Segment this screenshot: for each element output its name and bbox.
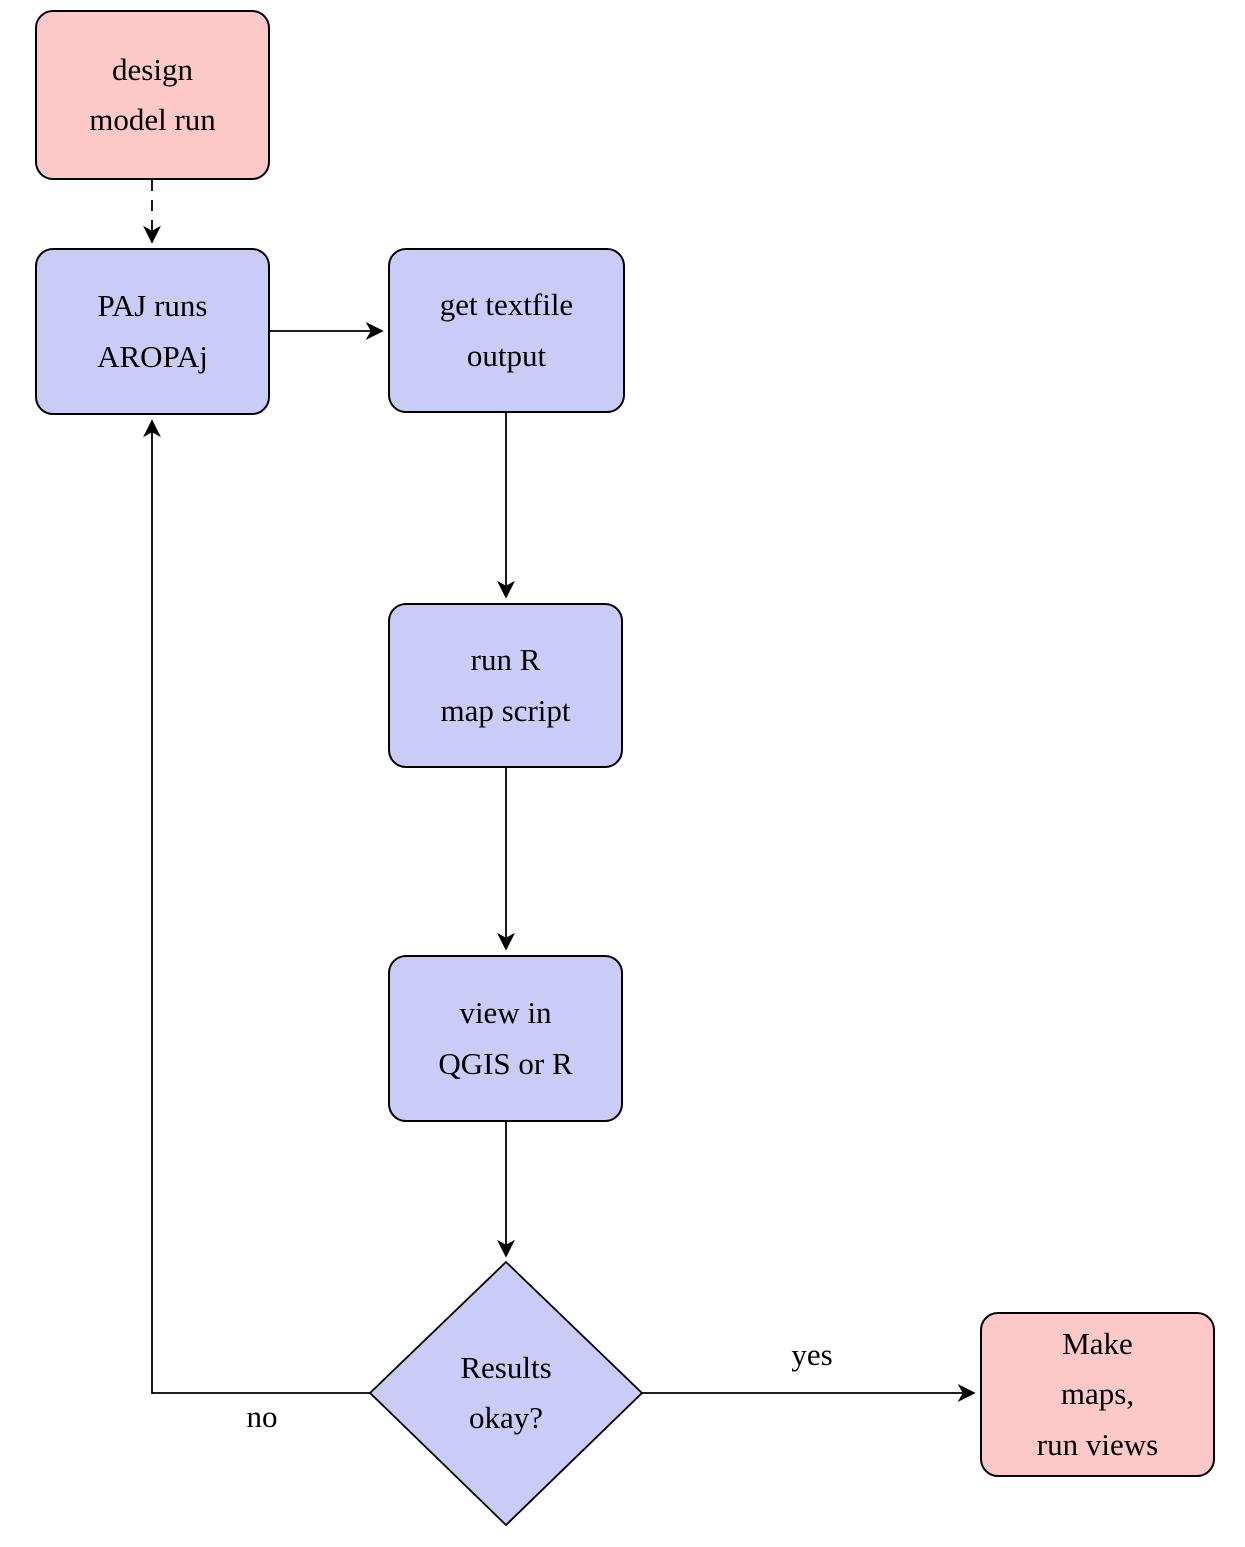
edge-label-yes: yes: [791, 1337, 833, 1372]
node-run-r-map-script: run R map script: [388, 603, 623, 768]
node-view-in-qgis-or-r: view in QGIS or R: [388, 955, 623, 1122]
node-get-textfile-output: get textfile output: [388, 248, 625, 413]
node-paj-runs-aropaj: PAJ runs AROPAj: [35, 248, 270, 415]
node-make-maps-run-views: Make maps, run views: [980, 1312, 1215, 1477]
decision-diamond-shape: [368, 1260, 644, 1527]
edge-label-no: no: [246, 1399, 278, 1434]
node-design-model-run: design model run: [35, 10, 270, 180]
node-results-okay-decision: Results okay?: [460, 1349, 552, 1435]
edge-decision-to-paj: [143, 419, 370, 1394]
